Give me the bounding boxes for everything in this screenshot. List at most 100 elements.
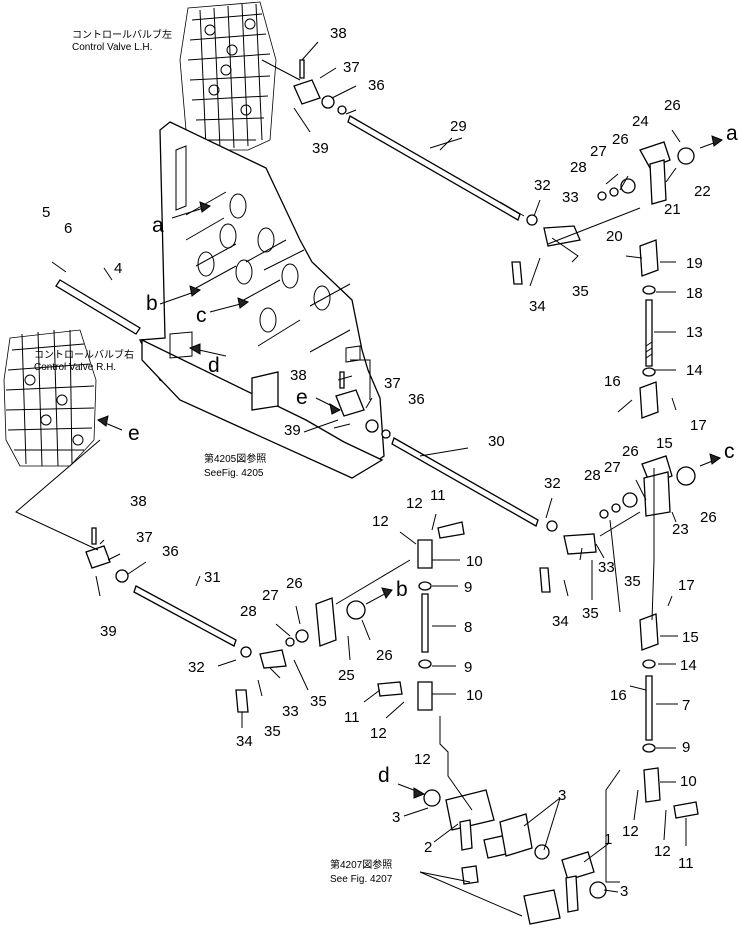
callout-31: 31 xyxy=(204,569,221,586)
letter-e: e xyxy=(128,422,140,445)
callout-19: 19 xyxy=(686,255,703,272)
note-cv-rh-jp: コントロールバルブ右 xyxy=(34,348,134,361)
callout-26: 26 xyxy=(612,131,629,148)
callout-13: 13 xyxy=(686,324,703,341)
note-fig4205-jp: 第4205図参照 xyxy=(204,452,266,465)
callout-21: 21 xyxy=(664,201,681,218)
lever-23 xyxy=(641,455,696,517)
callout-5: 5 xyxy=(42,204,50,221)
joint-set-upper xyxy=(293,59,347,115)
bush-set-upper xyxy=(597,178,636,201)
bush-set-middle xyxy=(599,492,638,519)
callout-33: 33 xyxy=(562,189,579,206)
clevis-15-upper xyxy=(639,381,659,419)
bolt-34-upper xyxy=(511,261,523,285)
callout-12: 12 xyxy=(622,823,639,840)
callout-1: 1 xyxy=(604,831,612,848)
callout-37: 37 xyxy=(136,529,153,546)
callout-34: 34 xyxy=(529,298,546,315)
control-valve-lh xyxy=(179,1,301,151)
callout-18: 18 xyxy=(686,285,703,302)
letter-a: a xyxy=(152,214,164,237)
callout-33: 33 xyxy=(598,559,615,576)
bolt-34-lower xyxy=(235,689,249,713)
letter-b: b xyxy=(396,578,408,601)
nut-32-lower xyxy=(240,646,252,658)
frame-plate xyxy=(138,121,385,479)
callout-10: 10 xyxy=(680,773,697,790)
letter-a: a xyxy=(726,122,738,145)
clevis-19 xyxy=(639,239,659,277)
callout-10: 10 xyxy=(466,687,483,704)
bolt-11-lower xyxy=(377,681,403,697)
rod-30 xyxy=(391,437,539,527)
callout-3: 3 xyxy=(558,787,566,804)
callout-27: 27 xyxy=(262,587,279,604)
clevis-15-lower xyxy=(639,613,659,651)
joint-set-middle xyxy=(335,371,391,439)
callout-36: 36 xyxy=(162,543,179,560)
callout-7: 7 xyxy=(682,697,690,714)
callout-37: 37 xyxy=(343,59,360,76)
callout-28: 28 xyxy=(584,467,601,484)
letter-b: b xyxy=(146,292,158,315)
callout-9: 9 xyxy=(464,579,472,596)
callout-14: 14 xyxy=(686,362,703,379)
shaft-3-middle xyxy=(499,813,550,860)
callout-35: 35 xyxy=(264,723,281,740)
callout-6: 6 xyxy=(64,220,72,237)
callout-36: 36 xyxy=(408,391,425,408)
callout-26: 26 xyxy=(700,509,717,526)
callout-39: 39 xyxy=(312,140,329,157)
callout-33: 33 xyxy=(282,703,299,720)
callout-9: 9 xyxy=(682,739,690,756)
ball-joint-33-middle xyxy=(563,533,597,555)
rod-4 xyxy=(55,279,141,335)
callout-24: 24 xyxy=(632,113,649,130)
connection-letters: a a b b c c d d e e xyxy=(128,122,738,787)
callout-28: 28 xyxy=(240,603,257,620)
shaft-1 xyxy=(523,851,607,925)
rod-29 xyxy=(347,115,525,221)
arrows xyxy=(96,135,724,799)
callout-12: 12 xyxy=(406,495,423,512)
letter-d: d xyxy=(378,764,390,787)
callout-23: 23 xyxy=(672,521,689,538)
note-cv-lh-jp: コントロールバルブ左 xyxy=(72,28,172,41)
callout-32: 32 xyxy=(544,475,561,492)
bolt-34-middle xyxy=(539,567,551,593)
rod-end-10-lower xyxy=(643,767,661,803)
bolt-11-upper xyxy=(437,521,465,539)
callout-30: 30 xyxy=(488,433,505,450)
callout-16: 16 xyxy=(604,373,621,390)
letter-d: d xyxy=(208,354,220,377)
leader-lines xyxy=(15,41,687,917)
callout-29: 29 xyxy=(450,118,467,135)
callout-26: 26 xyxy=(622,443,639,460)
callout-17: 17 xyxy=(678,577,695,594)
callout-11: 11 xyxy=(678,855,694,872)
letter-c: c xyxy=(724,440,735,463)
callout-9: 9 xyxy=(464,659,472,676)
callout-35: 35 xyxy=(624,573,641,590)
bolt-11-right xyxy=(673,801,699,819)
callout-8: 8 xyxy=(464,619,472,636)
letter-e: e xyxy=(296,386,308,409)
note-fig4207-en: See Fig. 4207 xyxy=(330,874,393,885)
callout-12: 12 xyxy=(370,725,387,742)
ball-joint-33-lower xyxy=(259,649,287,669)
callout-35: 35 xyxy=(310,693,327,710)
callout-10: 10 xyxy=(466,553,483,570)
callout-15: 15 xyxy=(656,435,673,452)
callout-27: 27 xyxy=(590,143,607,160)
bracket-small xyxy=(461,865,479,885)
callout-11: 11 xyxy=(430,487,446,504)
callout-35: 35 xyxy=(582,605,599,622)
callout-39: 39 xyxy=(100,623,117,640)
callout-38: 38 xyxy=(290,367,307,384)
rod-31 xyxy=(133,585,237,647)
callout-22: 22 xyxy=(694,183,711,200)
callout-16: 16 xyxy=(610,687,627,704)
note-cv-rh-en: Control Valve R.H. xyxy=(34,362,116,373)
